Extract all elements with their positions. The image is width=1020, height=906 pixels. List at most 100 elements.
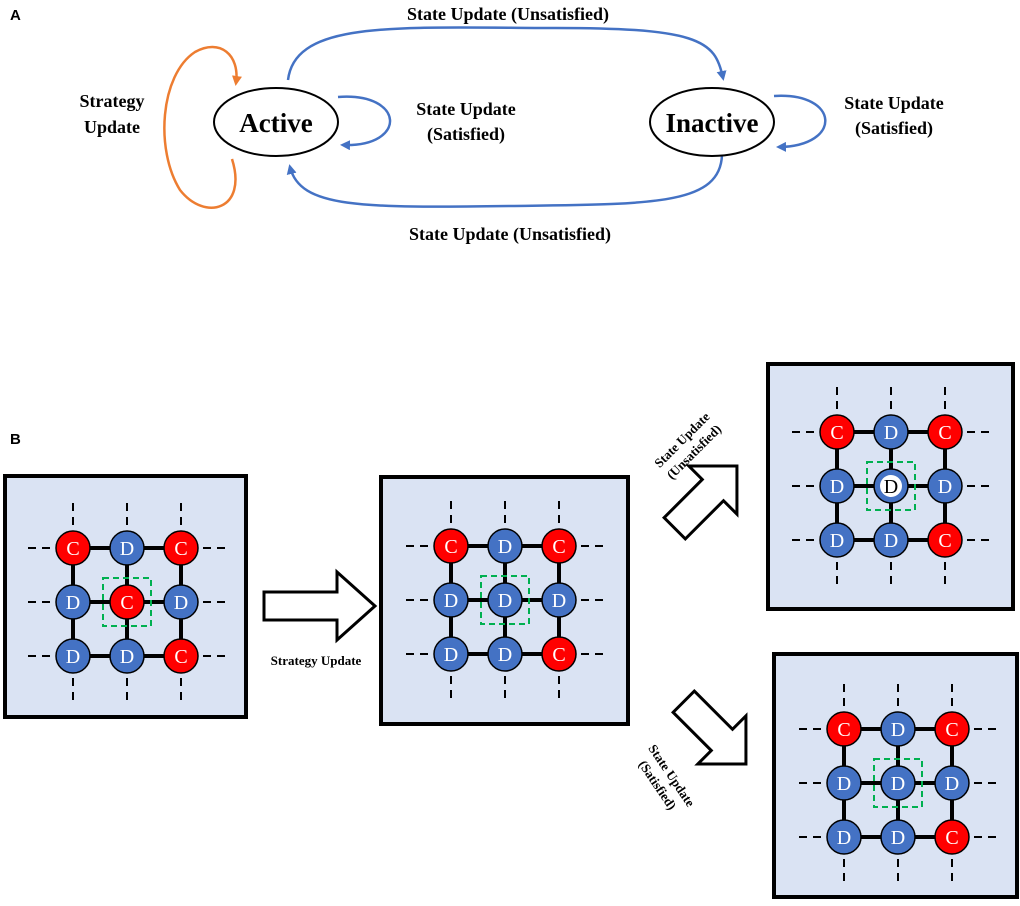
focal-player-box xyxy=(480,575,530,625)
node-strategy-label: D xyxy=(66,646,80,668)
node-strategy-label: D xyxy=(66,592,80,614)
node-strategy-label: C xyxy=(552,536,565,558)
defector-node xyxy=(55,638,91,674)
node-strategy-label: C xyxy=(837,719,850,741)
satisfied-update-block-arrow xyxy=(670,688,748,766)
active-state-node xyxy=(213,87,339,157)
defector-node xyxy=(487,582,523,618)
cooperator-node xyxy=(55,530,91,566)
node-strategy-label: D xyxy=(891,719,905,741)
node-strategy-label: D xyxy=(891,773,905,795)
active-self-loop-arrow xyxy=(337,95,392,151)
inactive-self-loop-arrow xyxy=(773,94,827,152)
unsatisfied-update-block-arrow xyxy=(661,464,739,542)
node-strategy-label: D xyxy=(174,592,188,614)
node-strategy-label: D xyxy=(837,827,851,849)
panel-a: A State Update (Unsatisfied) State Updat… xyxy=(10,4,944,245)
defector-node xyxy=(826,765,862,801)
cooperator-node xyxy=(163,638,199,674)
transition-arrow-inactive-to-active xyxy=(286,154,724,208)
strategy-update-label-line2: Update xyxy=(84,117,140,137)
defector-node xyxy=(826,819,862,855)
node-strategy-label: C xyxy=(66,538,79,560)
defector-node xyxy=(55,584,91,620)
defector-node xyxy=(819,522,855,558)
node-strategy-label: D xyxy=(830,476,844,498)
transition-arrow-active-to-inactive xyxy=(286,26,727,81)
node-strategy-label: D xyxy=(498,644,512,666)
defector-node xyxy=(927,468,963,504)
cooperator-node xyxy=(927,522,963,558)
cooperator-node xyxy=(826,711,862,747)
node-strategy-label: C xyxy=(945,827,958,849)
node-strategy-label: D xyxy=(830,530,844,552)
node-strategy-label: D xyxy=(120,646,134,668)
lattice-after-strategy-update: C D C D D D D D C xyxy=(379,475,630,726)
node-strategy-label: D xyxy=(938,476,952,498)
focal-player-box xyxy=(866,461,916,511)
node-strategy-label: C xyxy=(552,644,565,666)
node-strategy-label: C xyxy=(444,536,457,558)
focal-player-box xyxy=(873,758,923,808)
inactive-state-node xyxy=(649,87,775,157)
inactive-state-label: Inactive xyxy=(666,108,759,138)
node-strategy-label: D xyxy=(884,422,898,444)
cooperator-node xyxy=(109,584,145,620)
inactive-node-marker xyxy=(880,475,902,497)
strategy-update-arrow-label: Strategy Update xyxy=(271,653,362,668)
node-strategy-label: C xyxy=(938,530,951,552)
node-strategy-label: D xyxy=(837,773,851,795)
node-strategy-label: D xyxy=(884,530,898,552)
node-strategy-label: D xyxy=(444,590,458,612)
defector-node xyxy=(934,765,970,801)
transition-label-bottom: State Update (Unsatisfied) xyxy=(409,224,611,245)
defector-node xyxy=(819,468,855,504)
inactive-loop-label-line2: (Satisfied) xyxy=(855,118,933,139)
strategy-update-block-arrow xyxy=(262,568,378,644)
node-strategy-label: D xyxy=(884,476,898,498)
transition-label-top: State Update (Unsatisfied) xyxy=(407,4,609,25)
defector-node xyxy=(880,819,916,855)
node-strategy-label: D xyxy=(444,644,458,666)
lattice-panel-frame xyxy=(772,652,1019,899)
cooperator-node xyxy=(819,414,855,450)
cooperator-node xyxy=(927,414,963,450)
node-strategy-label: D xyxy=(498,536,512,558)
defector-node xyxy=(109,638,145,674)
node-strategy-label: C xyxy=(938,422,951,444)
active-state-label: Active xyxy=(239,108,312,138)
cooperator-node xyxy=(934,711,970,747)
node-strategy-label: C xyxy=(945,719,958,741)
node-strategy-label: C xyxy=(174,646,187,668)
defector-node xyxy=(541,582,577,618)
defector-node xyxy=(487,528,523,564)
cooperator-node xyxy=(541,528,577,564)
cooperator-node xyxy=(433,528,469,564)
defector-node xyxy=(109,530,145,566)
defector-node xyxy=(163,584,199,620)
defector-node xyxy=(433,582,469,618)
node-strategy-label: D xyxy=(498,590,512,612)
cooperator-node xyxy=(541,636,577,672)
node-strategy-label: D xyxy=(891,827,905,849)
node-strategy-label: C xyxy=(174,538,187,560)
node-strategy-label: C xyxy=(830,422,843,444)
strategy-update-label-line1: Strategy xyxy=(80,91,145,111)
node-strategy-label: C xyxy=(120,592,133,614)
defector-node xyxy=(487,636,523,672)
defector-node xyxy=(433,636,469,672)
strategy-update-loop-arrow xyxy=(163,45,242,209)
cooperator-node xyxy=(934,819,970,855)
lattice-after-unsatisfied-update: C D C D D D D D C xyxy=(766,362,1015,611)
node-strategy-label: D xyxy=(552,590,566,612)
panel-b-label: B xyxy=(10,431,21,448)
defector-node xyxy=(873,522,909,558)
panel-a-label: A xyxy=(10,7,21,24)
active-loop-label-line1: State Update xyxy=(416,99,516,119)
focal-player-box xyxy=(102,577,152,627)
defector-node xyxy=(880,711,916,747)
panel-b: B C D C D C D D D C C D C D D D D D C C D C D D D D D C C D C D D D D D… xyxy=(3,362,1019,899)
